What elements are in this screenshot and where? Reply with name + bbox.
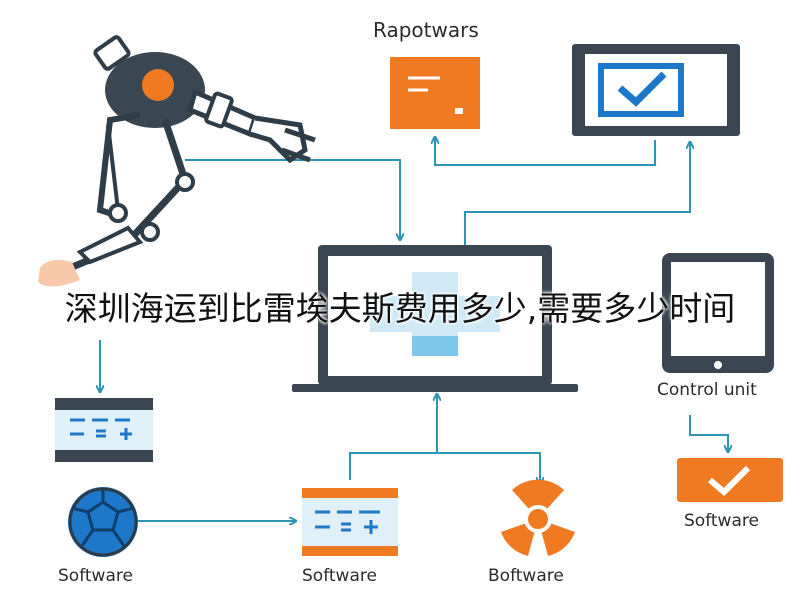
label-software-left: Software	[58, 566, 133, 586]
connector-monitor-to-doc	[435, 137, 656, 166]
ball-icon	[68, 487, 138, 557]
connectors	[100, 137, 728, 521]
check-monitor-icon	[572, 44, 740, 136]
label-boftware: Boftware	[488, 566, 564, 586]
orange-check-icon	[677, 458, 783, 502]
connector-tablet-to-check	[689, 415, 728, 452]
connector-laptop-to-monitor	[464, 142, 690, 245]
orange-document-icon	[390, 57, 480, 129]
tablet-icon	[662, 253, 774, 373]
robot-arm-icon	[38, 35, 316, 287]
connector-mid-to-laptop	[349, 452, 540, 484]
orange-panel-icon	[302, 488, 398, 556]
label-top-node: Rapotwars	[373, 18, 479, 42]
connector-robot-to-laptop	[185, 159, 400, 240]
overlay-banner-text: 深圳海运到比雷埃夫斯费用多少,需要多少时间	[64, 289, 736, 328]
laptop-icon	[292, 245, 578, 392]
label-software-mid: Software	[302, 566, 377, 586]
label-software-right: Software	[684, 511, 759, 531]
radiation-icon	[501, 479, 575, 556]
label-control-unit: Control unit	[657, 380, 757, 400]
control-panel-icon	[55, 398, 153, 462]
